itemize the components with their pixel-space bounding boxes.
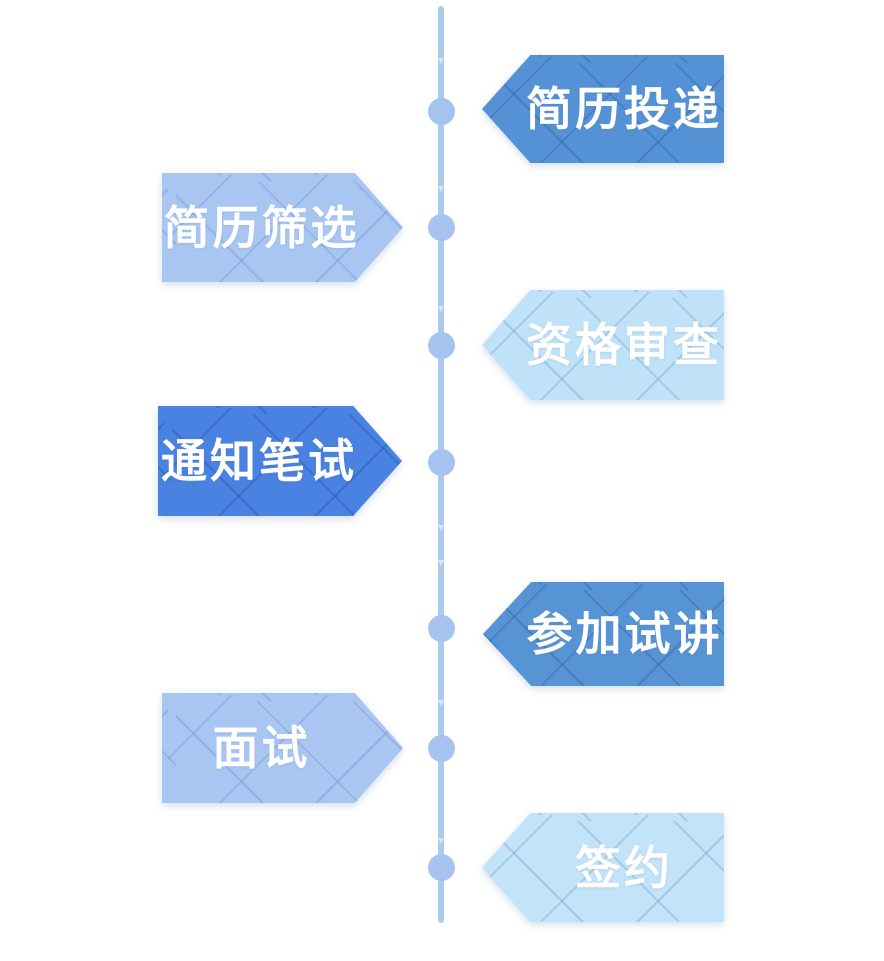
- step-banner-resume-submission: 简历投递: [482, 55, 724, 163]
- timeline-node-5: [428, 615, 455, 642]
- flow-direction-mark: [438, 560, 444, 566]
- arrow-banner: 简历投递: [482, 55, 724, 163]
- flow-direction-mark: [438, 525, 444, 531]
- step-label: 简历投递: [526, 82, 722, 136]
- arrow-banner: 面试: [162, 693, 403, 803]
- flow-direction-mark: [438, 186, 444, 192]
- step-label: 签约: [575, 840, 673, 895]
- step-label: 简历筛选: [163, 200, 360, 255]
- timeline-node-2: [428, 214, 455, 241]
- flow-direction-mark: [438, 58, 444, 64]
- step-banner-trial-lecture: 参加试讲: [483, 582, 724, 686]
- step-banner-written-test-notice: 通知笔试: [158, 406, 402, 516]
- timeline-node-4: [428, 449, 455, 476]
- timeline-node-1: [428, 98, 455, 125]
- timeline-node-7: [428, 854, 455, 881]
- step-banner-resume-screening: 简历筛选: [162, 173, 403, 282]
- step-banner-contract-signing: 签约: [482, 813, 724, 922]
- arrow-banner: 参加试讲: [483, 582, 724, 686]
- step-label: 通知笔试: [161, 434, 357, 488]
- step-banner-interview: 面试: [162, 693, 403, 803]
- flow-direction-mark: [438, 838, 444, 844]
- flow-direction-mark: [438, 306, 444, 312]
- arrow-banner: 签约: [482, 813, 724, 922]
- flow-direction-mark: [438, 700, 444, 706]
- arrow-banner: 通知笔试: [158, 406, 402, 516]
- step-label: 资格审查: [526, 318, 722, 372]
- step-banner-qualification-review: 资格审查: [482, 290, 724, 400]
- step-label: 面试: [212, 721, 311, 775]
- step-label: 参加试讲: [526, 607, 723, 661]
- arrow-banner: 简历筛选: [162, 173, 403, 282]
- timeline-node-6: [428, 735, 455, 762]
- arrow-banner: 资格审查: [482, 290, 724, 400]
- timeline-node-3: [428, 332, 455, 359]
